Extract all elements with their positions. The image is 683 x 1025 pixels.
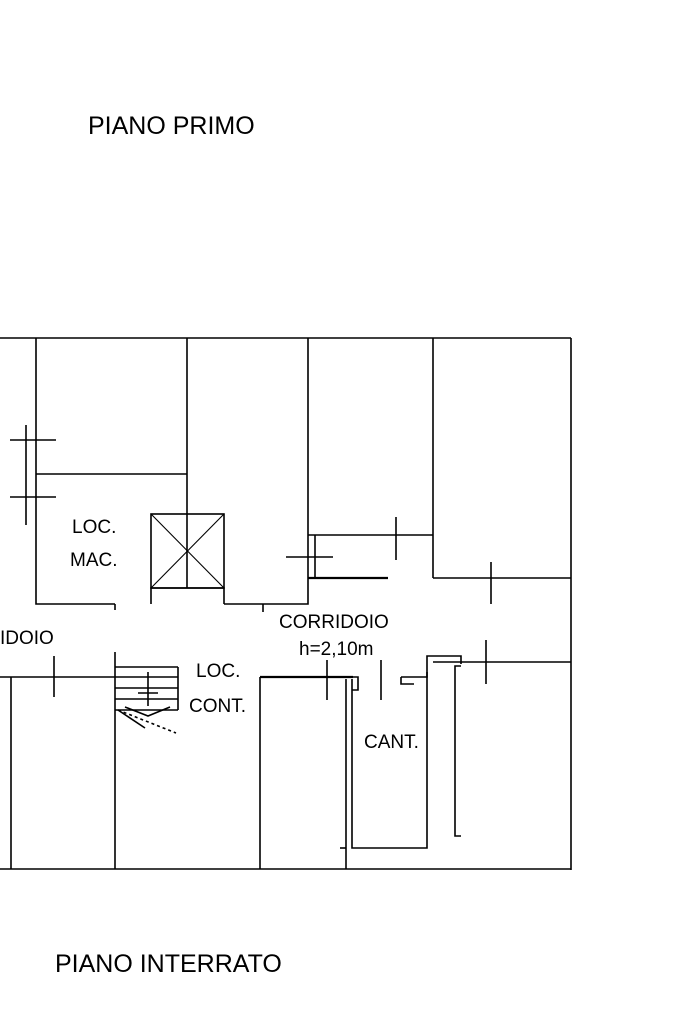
room-label-machine-line2: MAC.: [70, 550, 118, 571]
floor-title-first: PIANO PRIMO: [88, 112, 255, 140]
lower-zone-walls: [0, 652, 571, 869]
upper-zone-walls: [35, 338, 571, 612]
floor-title-basement: PIANO INTERRATO: [55, 950, 282, 978]
room-label-corridor-partial: IDOIO: [0, 628, 54, 649]
room-label-meter-line1: LOC.: [196, 661, 240, 682]
room-label-machine-line1: LOC.: [72, 517, 116, 538]
outer-walls: [0, 337, 572, 870]
cellar-walls: [340, 655, 462, 869]
staircase: [115, 666, 179, 734]
room-label-corridor-height: h=2,10m: [299, 639, 373, 660]
room-label-cellar: CANT.: [364, 732, 419, 753]
room-label-meter-line2: CONT.: [189, 696, 246, 717]
elevator-shaft: [150, 513, 225, 589]
room-label-corridor: CORRIDOIO: [279, 612, 389, 633]
